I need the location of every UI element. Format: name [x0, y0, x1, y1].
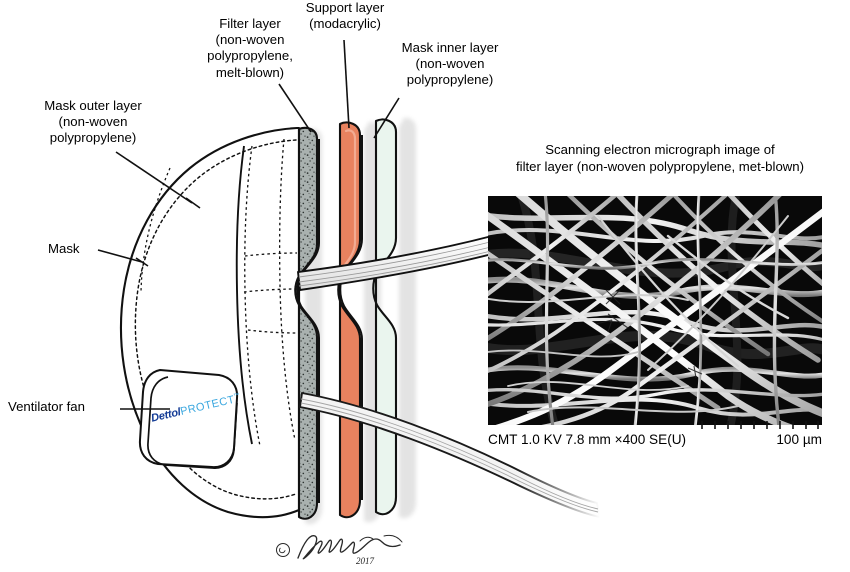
- ventilator-fan-patch: [138, 369, 239, 469]
- artist-signature: [276, 534, 403, 560]
- mask-inner-layer-shape: [372, 118, 398, 516]
- sem-scale-label: 100 µm: [776, 432, 822, 447]
- signature-year: 2017: [356, 556, 374, 566]
- trademark-symbol: ™: [233, 392, 241, 400]
- sem-micrograph-image: [488, 196, 822, 425]
- sem-info-text: CMT 1.0 KV 7.8 mm ×400 SE(U): [488, 432, 687, 447]
- label-filter-layer: Filter layer (non-woven polypropylene, m…: [207, 16, 293, 80]
- sem-scalebar-row: CMT 1.0 KV 7.8 mm ×400 SE(U) 100 µm: [488, 421, 822, 453]
- label-mask: Mask: [48, 241, 80, 256]
- mask-strap-upper: [297, 235, 497, 291]
- label-support-layer: Support layer (modacrylic): [305, 0, 385, 32]
- sem-fiber-network: [488, 196, 822, 425]
- label-mask-inner-layer: Mask inner layer (non-woven polypropylen…: [401, 40, 499, 88]
- leader-lines: [97, 39, 400, 410]
- support-layer-shape: [337, 121, 362, 519]
- sem-measurement-annotations: [595, 289, 703, 379]
- label-mask-outer-layer: Mask outer layer (non-woven polypropylen…: [44, 98, 142, 146]
- label-ventilator-fan: Ventilator fan: [8, 399, 85, 414]
- mask-pleat-seams: [140, 138, 299, 447]
- sem-caption: Scanning electron micrograph image of fi…: [515, 142, 805, 174]
- layer-gap-edges: [296, 135, 363, 503]
- sem-figure: [488, 196, 822, 425]
- filter-layer-shape: [294, 126, 319, 520]
- sem-scale-tick-marks: [701, 421, 819, 429]
- mask-strap-lower: [299, 392, 601, 518]
